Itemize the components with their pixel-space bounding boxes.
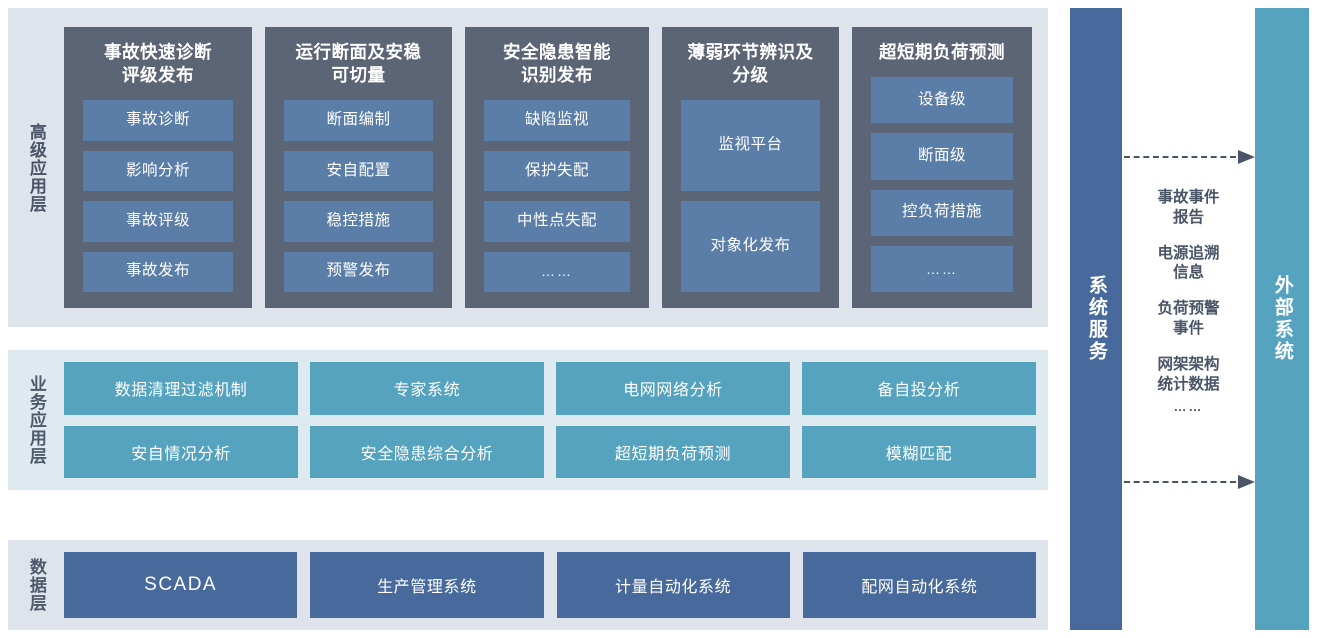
- app-card-title: 事故快速诊断 评级发布: [104, 42, 212, 86]
- app-item-ellipsis[interactable]: ……: [484, 251, 630, 292]
- advanced-layer-cards: 事故快速诊断 评级发布 事故诊断 影响分析 事故评级 事故发布 运行断面及安稳 …: [64, 8, 1048, 327]
- external-system-column[interactable]: 外部系统: [1255, 8, 1309, 630]
- app-item[interactable]: 安自配置: [284, 150, 433, 192]
- business-tile[interactable]: 数据清理过滤机制: [64, 362, 298, 415]
- arrow-head: [1238, 150, 1255, 164]
- layer-label-data: 数据层: [26, 558, 46, 612]
- app-item[interactable]: 缺陷监视: [484, 100, 630, 141]
- app-card-title: 薄弱环节辨识及 分级: [687, 42, 814, 86]
- data-layer: 数据层 SCADA 生产管理系统 计量自动化系统 配网自动化系统: [8, 540, 1048, 630]
- layer-label-business: 业务应用层: [26, 375, 46, 465]
- app-item[interactable]: 保护失配: [484, 150, 630, 192]
- flow-arrow-top-icon: [1124, 150, 1255, 164]
- data-tile[interactable]: 生产管理系统: [310, 552, 544, 618]
- app-card-title: 超短期负荷预测: [879, 42, 1005, 62]
- business-tile[interactable]: 电网网络分析: [556, 362, 790, 415]
- app-item[interactable]: 事故诊断: [83, 100, 233, 141]
- business-tile-row: 数据清理过滤机制 专家系统 电网网络分析 备自投分析: [64, 362, 1036, 415]
- flow-label: 负荷预警 事件: [1157, 300, 1220, 338]
- flow-label: 网架架构 统计数据: [1157, 355, 1220, 393]
- app-card-item-list: 设备级 断面级 控负荷措施 ……: [871, 77, 1013, 293]
- app-card-item-list: 断面编制 安自配置 稳控措施 预警发布: [284, 100, 433, 292]
- app-item[interactable]: 设备级: [871, 77, 1013, 124]
- app-item[interactable]: 稳控措施: [284, 201, 433, 242]
- business-tile-row: 安自情况分析 安全隐患综合分析 超短期负荷预测 模糊匹配: [64, 425, 1036, 478]
- flow-arrow-bottom-icon: [1124, 475, 1255, 489]
- app-item-ellipsis[interactable]: ……: [871, 245, 1013, 293]
- business-tile[interactable]: 超短期负荷预测: [556, 425, 790, 478]
- app-item[interactable]: 监视平台: [681, 100, 820, 192]
- business-application-layer: 业务应用层 数据清理过滤机制 专家系统 电网网络分析 备自投分析 安自情况分析 …: [8, 350, 1048, 490]
- app-card-section-stability[interactable]: 运行断面及安稳 可切量 断面编制 安自配置 稳控措施 预警发布: [265, 27, 452, 308]
- app-item[interactable]: 预警发布: [284, 251, 433, 292]
- app-item[interactable]: 中性点失配: [484, 201, 630, 242]
- system-service-column[interactable]: 系统服务: [1070, 8, 1122, 630]
- app-card-accident-diagnosis[interactable]: 事故快速诊断 评级发布 事故诊断 影响分析 事故评级 事故发布: [64, 27, 252, 308]
- flow-label: 事故事件 报告: [1157, 189, 1220, 226]
- arrow-head: [1238, 475, 1255, 489]
- flow-label: 电源追溯 信息: [1157, 244, 1220, 282]
- business-tile[interactable]: 备自投分析: [802, 362, 1036, 415]
- arrow-shaft: [1124, 481, 1236, 483]
- data-tile-scada[interactable]: SCADA: [64, 552, 298, 618]
- app-card-item-list: 缺陷监视 保护失配 中性点失配 ……: [484, 100, 630, 292]
- data-tile[interactable]: 计量自动化系统: [556, 552, 790, 618]
- architecture-layer-stack: 高级应用层 事故快速诊断 评级发布 事故诊断 影响分析 事故评级 事故发布 运行…: [8, 8, 1048, 630]
- app-item[interactable]: 事故评级: [83, 201, 233, 242]
- business-layer-tiles: 数据清理过滤机制 专家系统 电网网络分析 备自投分析 安自情况分析 安全隐患综合…: [64, 350, 1048, 490]
- app-item[interactable]: 控负荷措施: [871, 189, 1013, 236]
- app-item[interactable]: 断面级: [871, 133, 1013, 180]
- business-tile[interactable]: 安全隐患综合分析: [310, 425, 544, 478]
- app-item[interactable]: 对象化发布: [681, 201, 820, 292]
- app-card-hazard-identification[interactable]: 安全隐患智能 识别发布 缺陷监视 保护失配 中性点失配 ……: [465, 27, 649, 308]
- app-card-load-forecast[interactable]: 超短期负荷预测 设备级 断面级 控负荷措施 ……: [852, 27, 1032, 308]
- arrow-shaft: [1124, 156, 1236, 158]
- advanced-application-layer: 高级应用层 事故快速诊断 评级发布 事故诊断 影响分析 事故评级 事故发布 运行…: [8, 8, 1048, 327]
- data-layer-tiles: SCADA 生产管理系统 计量自动化系统 配网自动化系统: [64, 540, 1048, 630]
- layer-label-advanced: 高级应用层: [26, 122, 46, 213]
- business-tile[interactable]: 专家系统: [310, 362, 544, 415]
- flow-label-ellipsis: ……: [1173, 398, 1204, 414]
- data-tile[interactable]: 配网自动化系统: [802, 552, 1036, 618]
- app-card-title: 安全隐患智能 识别发布: [503, 42, 611, 86]
- app-card-item-list: 事故诊断 影响分析 事故评级 事故发布: [83, 100, 233, 292]
- business-tile[interactable]: 安自情况分析: [64, 425, 298, 478]
- integration-zone: 系统服务 事故事件 报告 电源追溯 信息 负荷预警 事件 网架架构 统计数据 ……: [1060, 8, 1314, 630]
- app-card-title: 运行断面及安稳 可切量: [295, 42, 422, 86]
- app-item[interactable]: 断面编制: [284, 100, 433, 141]
- app-card-weak-link-grading[interactable]: 薄弱环节辨识及 分级 监视平台 对象化发布: [662, 27, 839, 308]
- app-item[interactable]: 影响分析: [83, 150, 233, 192]
- flow-label-list: 事故事件 报告 电源追溯 信息 负荷预警 事件 网架架构 统计数据 ……: [1124, 188, 1253, 415]
- app-item[interactable]: 事故发布: [83, 251, 233, 292]
- business-tile[interactable]: 模糊匹配: [802, 425, 1036, 478]
- app-card-item-list: 监视平台 对象化发布: [681, 100, 820, 292]
